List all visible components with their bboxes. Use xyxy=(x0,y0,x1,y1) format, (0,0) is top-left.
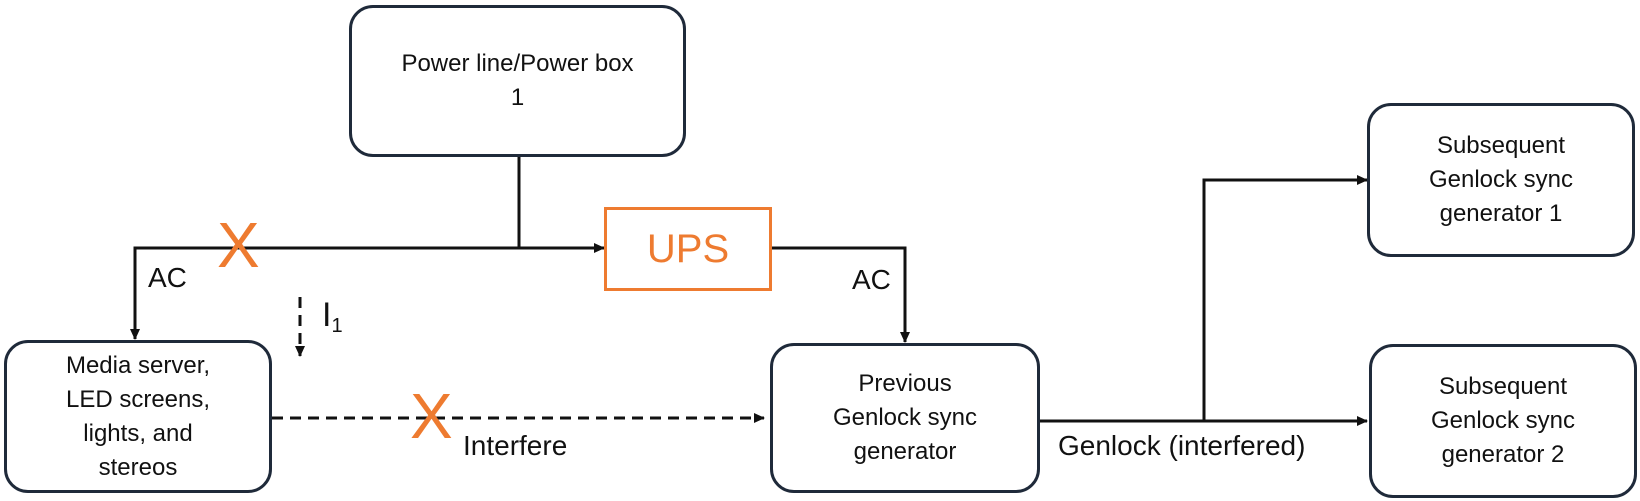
node-subsequent-2: Subsequent Genlock sync generator 2 xyxy=(1369,344,1637,498)
edge-label-genlock: Genlock (interfered) xyxy=(1058,430,1306,461)
edge-label-current: I1 xyxy=(322,296,343,338)
subsequent-2-line-1: Subsequent xyxy=(1438,373,1568,400)
media-server-line-4: stereos xyxy=(98,453,178,481)
subsequent-2-line-2: Genlock sync xyxy=(1430,407,1576,434)
node-previous-genlock: Previous Genlock sync generator xyxy=(770,343,1040,493)
current-symbol: I xyxy=(322,296,332,334)
edge-junction-to-media xyxy=(130,246,519,340)
cross-mark-interfere: X xyxy=(410,380,453,452)
cross-mark-ac-line: X xyxy=(217,209,260,281)
subsequent-1-line-2: Genlock sync xyxy=(1428,166,1574,193)
subsequent-1-line-1: Subsequent xyxy=(1436,132,1566,159)
previous-genlock-line-3: generator xyxy=(853,438,957,465)
power-box-line-1: Power line/Power box xyxy=(401,50,634,77)
current-subscript: 1 xyxy=(331,315,343,337)
subsequent-1-line-3: generator 1 xyxy=(1439,200,1563,227)
node-media-server: Media server, LED screens, lights, and s… xyxy=(4,340,272,493)
media-server-line-2: LED screens, xyxy=(65,385,211,413)
media-server-line-3: lights, and xyxy=(83,419,193,447)
edge-label-ac-left: AC xyxy=(148,262,187,293)
node-subsequent-1: Subsequent Genlock sync generator 1 xyxy=(1367,103,1635,257)
ups-label: UPS xyxy=(646,226,730,271)
previous-genlock-line-2: Genlock sync xyxy=(832,404,978,431)
edge-label-ac-right: AC xyxy=(852,264,891,295)
edge-label-interfere: Interfere xyxy=(463,430,568,461)
media-server-line-1: Media server, xyxy=(65,351,211,379)
edge-ups-to-previous xyxy=(770,246,910,343)
edge-genlock-to-subsequent-1 xyxy=(1202,175,1368,421)
previous-genlock-line-1: Previous xyxy=(858,370,952,397)
power-box-line-2: 1 xyxy=(510,84,525,111)
subsequent-2-line-3: generator 2 xyxy=(1441,441,1565,468)
node-power-box: Power line/Power box 1 xyxy=(349,5,686,157)
node-ups: UPS xyxy=(604,207,772,291)
